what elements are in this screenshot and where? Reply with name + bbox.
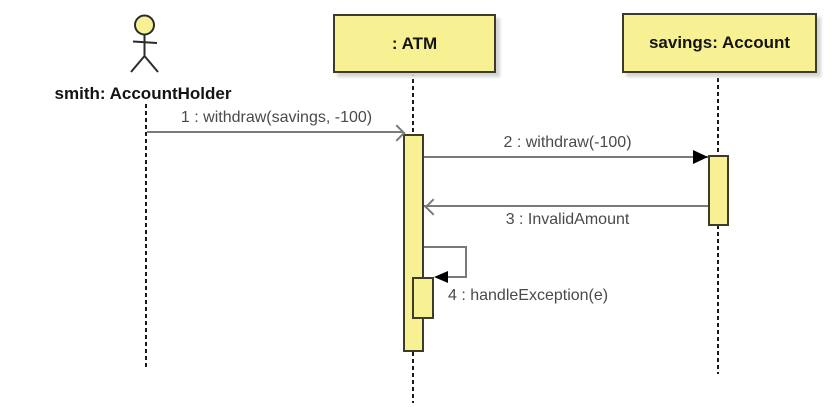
object-box-atm-label: : ATM [391,33,438,53]
message-1-line [147,131,403,133]
activation-bar-nested [412,277,434,319]
message-4-line-top [424,246,467,248]
activation-bar-savings [708,155,729,226]
filled-arrowhead-right-icon [693,150,708,164]
activation-bar-atm [403,134,424,352]
object-box-savings: savings: Account [622,13,817,73]
message-2-label: 2 : withdraw(-100) [503,134,632,151]
actor-label: smith: AccountHolder [54,84,232,103]
message-4-line-bottom [438,276,467,278]
actor-arms [132,40,158,44]
message-1-label: 1 : withdraw(savings, -100) [180,109,373,126]
message-3-label: 3 : InvalidAmount [505,211,630,228]
message-3-line [424,205,708,207]
filled-arrowhead-left-icon [434,271,448,283]
actor-icon [130,14,159,73]
actor-leg-right [143,55,159,73]
actor-leg-left [130,55,146,73]
object-box-savings-label: savings: Account [648,33,791,52]
message-4-line-right [465,246,467,278]
message-2-line [424,156,708,158]
lifeline-actor [145,104,147,367]
open-arrowhead-left-icon [424,198,442,216]
actor-head [134,14,155,36]
object-box-atm: : ATM [333,14,496,73]
message-4-label: 4 : handleException(e) [448,287,609,304]
